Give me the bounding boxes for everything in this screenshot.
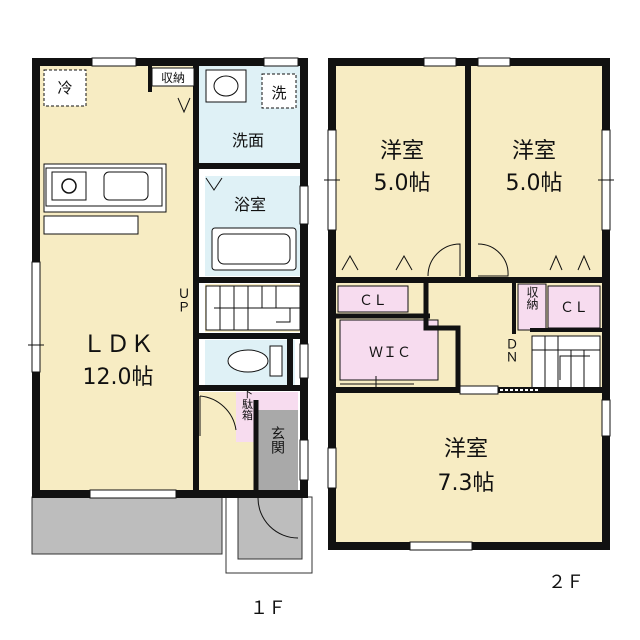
bath-door-icon	[205, 177, 223, 191]
window-bath	[299, 185, 309, 225]
closet-left	[337, 285, 409, 313]
window-west-right-top	[477, 57, 511, 67]
ldk-size: 12.0帖	[83, 365, 154, 390]
wic	[339, 319, 439, 381]
window-west-left-top	[423, 57, 457, 67]
stairs-up-label: ＵＰ	[175, 287, 190, 313]
west-right-name: 洋室	[512, 139, 556, 164]
stairs2-icon	[531, 335, 601, 389]
stairs1-icon	[205, 285, 301, 331]
west-left-name: 洋室	[380, 139, 424, 164]
window-bedroom-bottom	[409, 541, 473, 551]
shoe-box-top	[256, 392, 298, 410]
bathtub-icon	[211, 227, 297, 271]
washer-label: 洗	[271, 84, 286, 102]
window-ldk-left	[31, 261, 41, 373]
door-west-right-icon	[477, 243, 509, 277]
window-bedroom-right	[601, 399, 611, 437]
toilet-icon	[227, 349, 269, 373]
window-ldk-bottom	[89, 489, 177, 499]
storage1-door-icon	[177, 97, 191, 114]
storage2-label: 収納	[525, 286, 539, 310]
window-toilet	[299, 343, 309, 379]
window-ldk-top	[91, 57, 137, 67]
sink-icon	[103, 171, 149, 201]
floor1-porch-step	[237, 496, 303, 560]
floor1-terrace	[31, 496, 223, 555]
door-west-left-icon	[427, 243, 461, 277]
floor1-plan: 冷 収納 洗 洗面 浴室 Ｕ	[28, 57, 313, 619]
ldk-name: ＬＤＫ	[82, 330, 154, 358]
closet-left-label: ＣＬ	[359, 293, 387, 309]
storage1	[151, 67, 195, 87]
window-entrance	[299, 439, 309, 481]
wall-wic-right	[423, 280, 461, 392]
floor1-label: １Ｆ	[250, 598, 286, 619]
ldk-floor	[40, 66, 196, 490]
hall-door-icon	[199, 395, 237, 431]
bath-room-label: 浴室	[234, 195, 266, 214]
wash-room-label: 洗面	[232, 131, 264, 150]
shoe-box	[236, 392, 258, 442]
floor2-plan: ＣＬ ＣＬ 収納 ＷＩＣ ＤＮ	[324, 57, 614, 593]
storage2	[517, 283, 547, 331]
storage1-label: 収納	[161, 71, 185, 85]
washer-icon	[261, 73, 297, 109]
window-bedroom-left	[327, 447, 337, 489]
shoe-box-label: 下駄箱	[241, 388, 254, 422]
basin-icon	[205, 69, 247, 103]
floor2-label: ２Ｆ	[548, 572, 584, 593]
closet-right	[547, 285, 601, 329]
stairs-down-label: ＤＮ	[503, 337, 518, 363]
stove-icon	[51, 171, 87, 201]
toilet-tank	[269, 345, 283, 377]
entrance-label: 玄関	[269, 425, 285, 455]
west-left-size: 5.0帖	[374, 171, 431, 196]
closet-right-label: ＣＬ	[560, 300, 588, 316]
fridge-label: 冷	[57, 79, 72, 97]
entrance-floor	[256, 408, 298, 490]
west-right-size: 5.0帖	[506, 171, 563, 196]
wic-label: ＷＩＣ	[369, 345, 411, 361]
kitchen-back-counter	[43, 215, 139, 235]
front-door-icon	[257, 497, 299, 539]
window-wash	[263, 57, 299, 67]
west-bottom-size: 7.3帖	[438, 471, 495, 496]
west-bottom-name: 洋室	[444, 437, 488, 462]
door-bedroom	[459, 385, 499, 395]
fridge-icon	[43, 69, 87, 107]
